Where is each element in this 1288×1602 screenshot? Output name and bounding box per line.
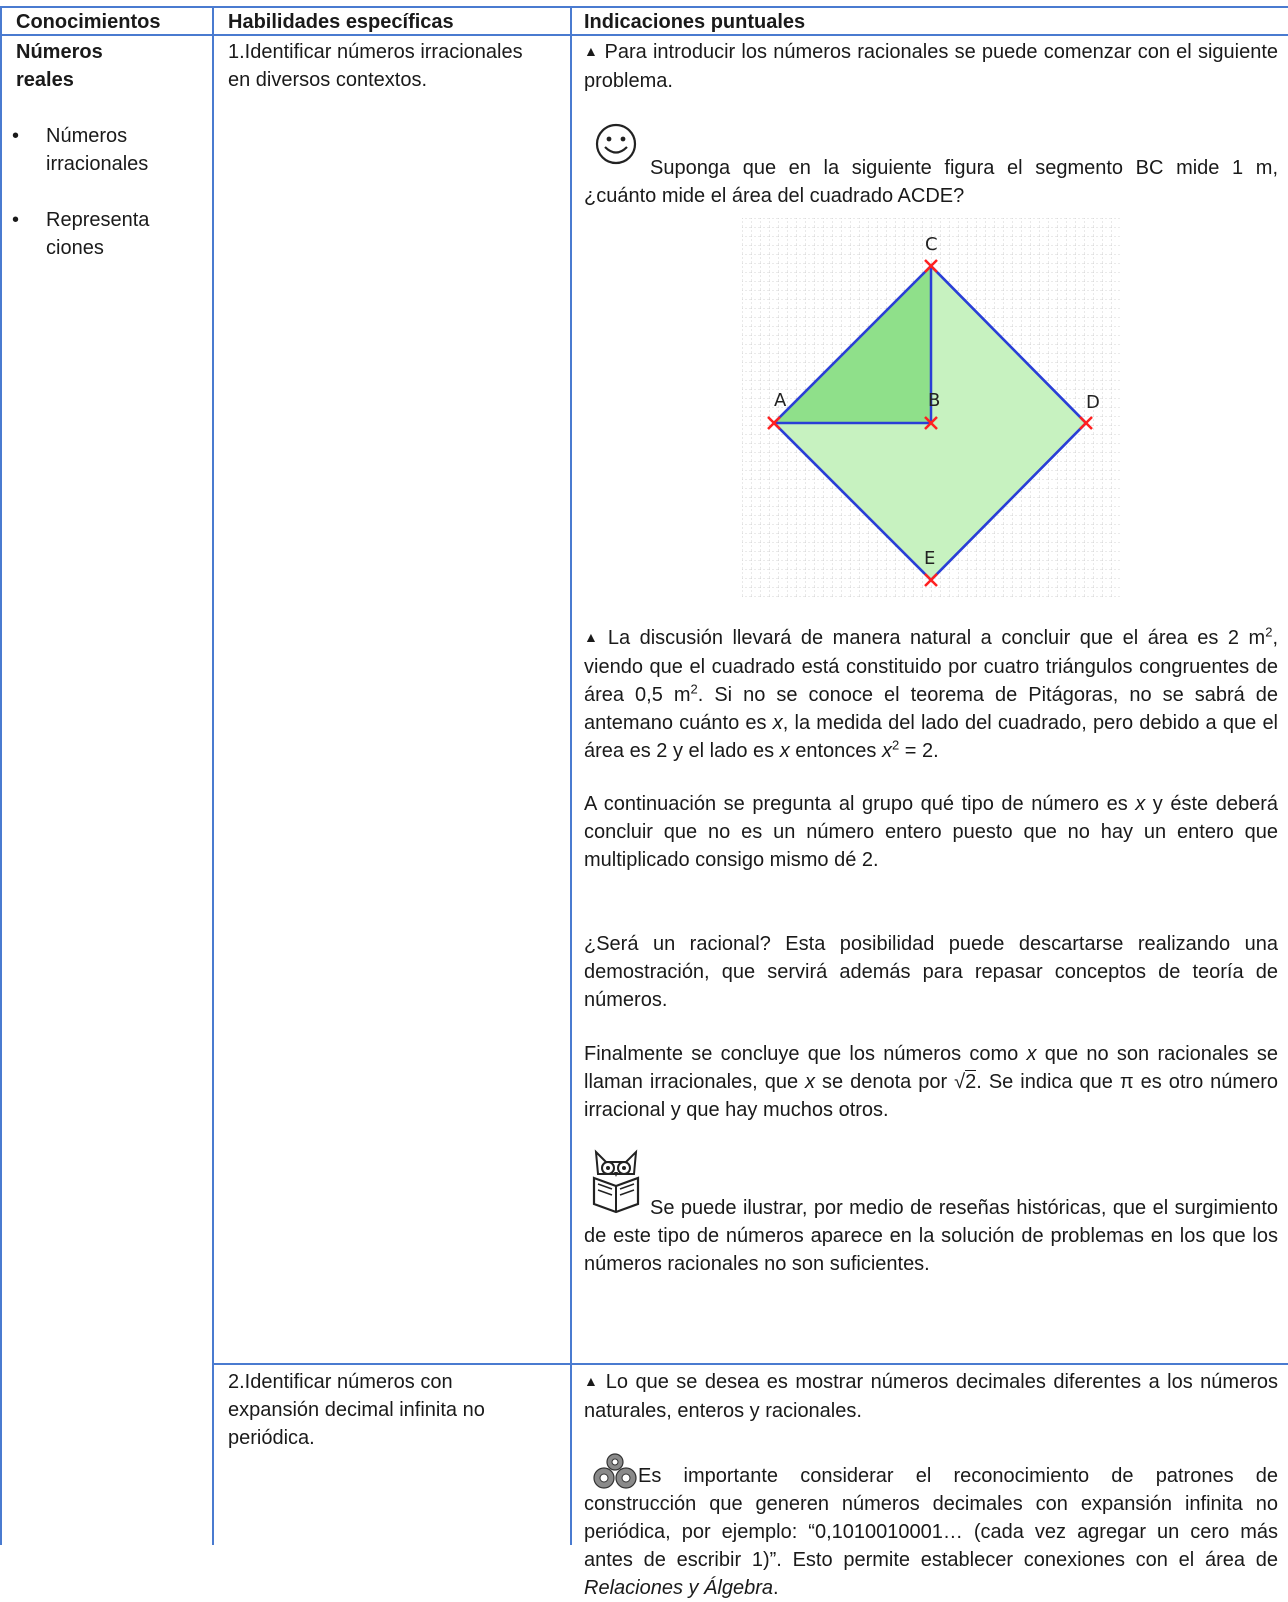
- patterns-paragraph: Es importante considerar el reconocimien…: [584, 1465, 1278, 1599]
- triangle-bullet-icon: ▲: [584, 629, 602, 645]
- header-bottom-border: [0, 34, 1288, 36]
- vertex-markers: [767, 259, 1093, 587]
- intro-text: Para introducir los números racionales s…: [584, 41, 1279, 92]
- header-conocimientos: Conocimientos: [16, 11, 161, 33]
- label-e: E: [924, 548, 935, 569]
- square-figure: C A B D E: [742, 218, 1120, 598]
- label-d: D: [1086, 392, 1100, 413]
- table-left-border: [0, 6, 2, 1545]
- knowledge-item: Representaciones: [0, 206, 158, 262]
- final-paragraph: Finalmente se concluye que los números c…: [584, 1043, 1278, 1121]
- discussion-paragraph: ▲La discusión llevará de manera natural …: [584, 624, 1279, 762]
- label-c: C: [925, 234, 938, 255]
- sqrt-expression: √2: [954, 1070, 977, 1093]
- curriculum-table: Conocimientos Habilidades específicas In…: [0, 0, 1288, 1545]
- gears-icon: [593, 1453, 637, 1489]
- column-divider-1: [212, 6, 214, 1545]
- owl-reading-icon: [592, 1149, 640, 1214]
- header-habilidades: Habilidades específicas: [228, 11, 454, 33]
- label-b: B: [928, 390, 940, 411]
- skill-2: 2.Identificar números con expansión deci…: [228, 1371, 485, 1449]
- triangle-bullet-icon: ▲: [584, 1373, 600, 1389]
- knowledge-title: Números reales: [16, 41, 103, 91]
- table-top-border: [0, 6, 1288, 8]
- decimals-paragraph: ▲Lo que se desea es mostrar números deci…: [584, 1371, 1278, 1422]
- skill-1: 1.Identificar números irracionales en di…: [228, 41, 523, 91]
- smiley-icon: [595, 123, 637, 165]
- rational-paragraph: ¿Será un racional? Esta posibilidad pued…: [584, 933, 1278, 1011]
- column-divider-2: [570, 6, 572, 1545]
- knowledge-item: Números irracionales: [0, 122, 190, 178]
- question-paragraph: A continuación se pregunta al grupo qué …: [584, 793, 1278, 871]
- row-divider: [212, 1363, 1288, 1365]
- history-paragraph: Se puede ilustrar, por medio de reseñas …: [584, 1197, 1278, 1275]
- intro-paragraph: ▲Para introducir los números racionales …: [584, 38, 1278, 95]
- label-a: A: [774, 390, 787, 411]
- knowledge-list: Números irracionales Representaciones: [0, 122, 190, 262]
- problem-paragraph: Suponga que en la siguiente figura el se…: [584, 157, 1278, 207]
- header-indicaciones: Indicaciones puntuales: [584, 11, 806, 33]
- knowledge-cell: Números reales Números irracionales Repr…: [12, 38, 166, 290]
- triangle-bullet-icon: ▲: [584, 43, 599, 59]
